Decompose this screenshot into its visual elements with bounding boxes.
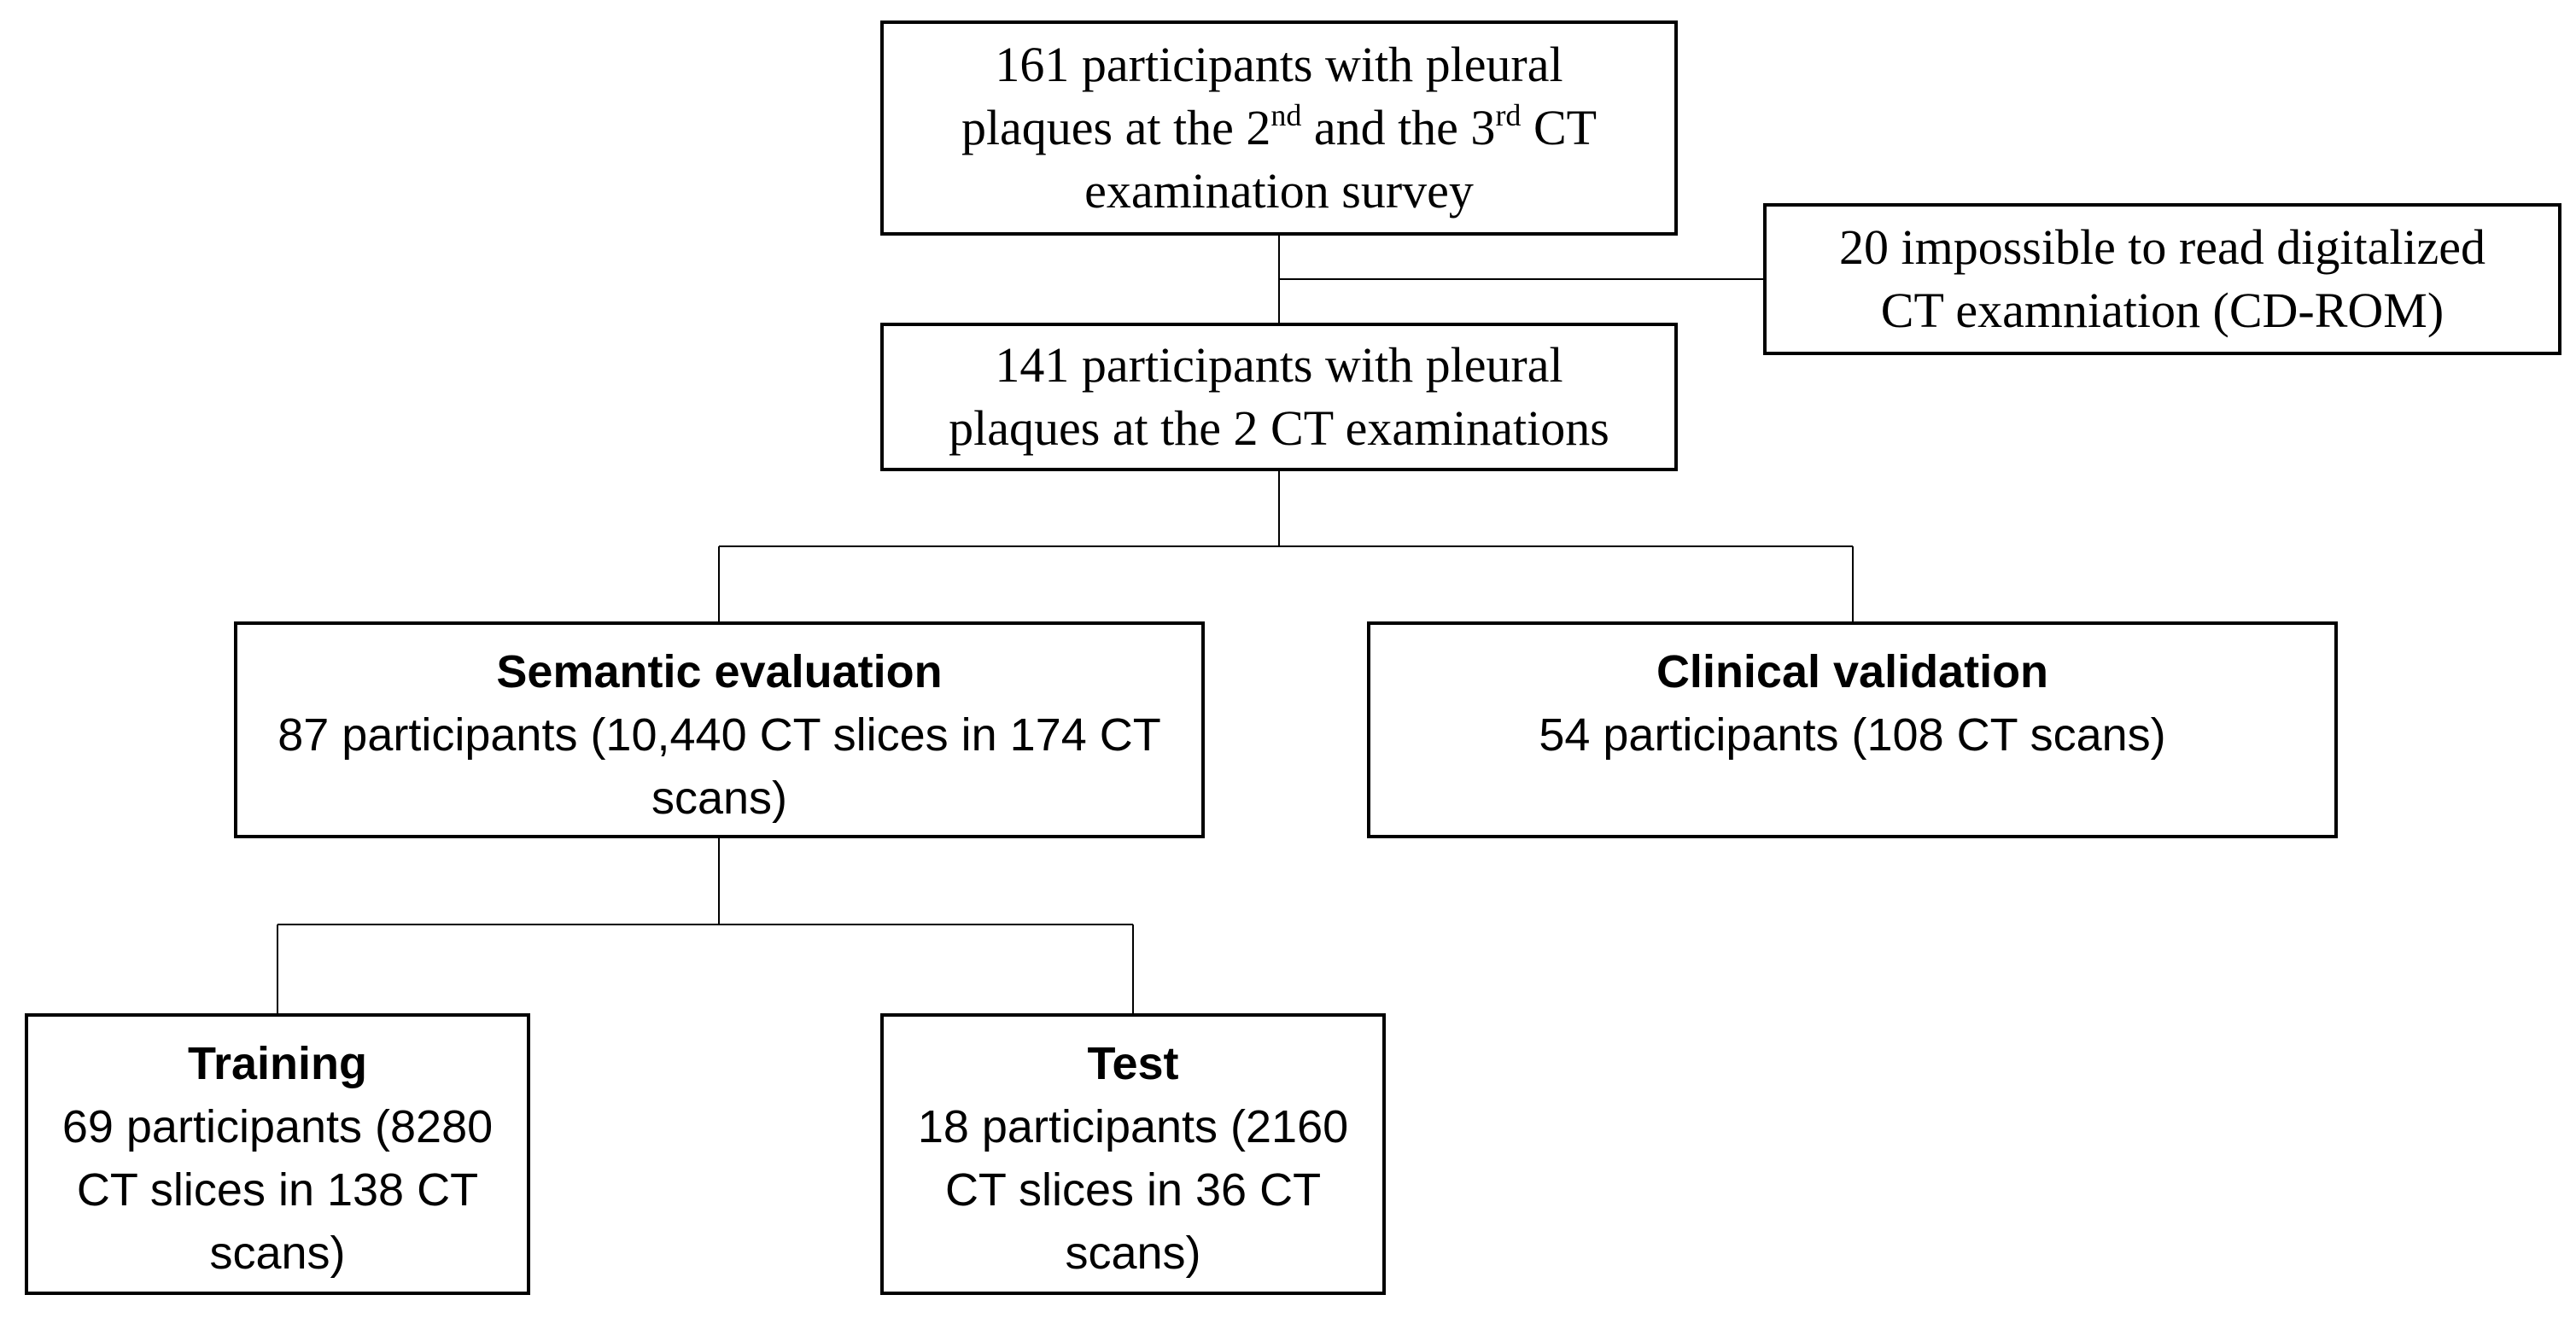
box-initial-participants: 161 participants with pleural plaques at… xyxy=(880,20,1678,236)
box-excluded-line-2: CT examniation (CD-ROM) xyxy=(1880,283,2445,338)
box-training-line-1: 69 participants (8280 xyxy=(61,1101,494,1152)
box-semantic-title: Semantic evaluation xyxy=(496,646,943,697)
box-training: Training 69 participants (8280 CT slices… xyxy=(25,1013,530,1295)
box-training-title: Training xyxy=(187,1038,367,1089)
box-training-line-2: CT slices in 138 CT xyxy=(76,1164,479,1216)
box-included-line-1: 141 participants with pleural xyxy=(995,337,1563,393)
box-clinical-line-1: 54 participants (108 CT scans) xyxy=(1539,709,2166,761)
box-initial-line-3: examination survey xyxy=(1084,163,1474,219)
box-semantic-line-1: 87 participants (10,440 CT slices in 174… xyxy=(277,709,1161,761)
box-initial-line-2: plaques at the 2nd and the 3rd CT xyxy=(961,98,1598,155)
box-semantic-line-2: scans) xyxy=(651,773,788,824)
box-initial-line-1: 161 participants with pleural xyxy=(995,37,1563,92)
box-clinical-validation: Clinical validation 54 participants (108… xyxy=(1367,621,2338,838)
box-semantic-evaluation: Semantic evaluation 87 participants (10,… xyxy=(234,621,1205,838)
box-test-line-1: 18 participants (2160 xyxy=(917,1101,1349,1152)
box-test-line-2: CT slices in 36 CT xyxy=(944,1164,1322,1216)
box-test-title: Test xyxy=(1087,1038,1179,1089)
box-test: Test 18 participants (2160 CT slices in … xyxy=(880,1013,1386,1295)
box-included-line-2: plaques at the 2 CT examinations xyxy=(949,400,1609,456)
box-test-line-3: scans) xyxy=(1065,1228,1201,1279)
box-training-line-3: scans) xyxy=(209,1228,346,1279)
box-excluded-line-1: 20 impossible to read digitalized xyxy=(1838,219,2486,275)
box-clinical-title: Clinical validation xyxy=(1656,646,2049,697)
box-included-participants: 141 participants with pleural plaques at… xyxy=(880,323,1678,471)
box-excluded-participants: 20 impossible to read digitalized CT exa… xyxy=(1763,203,2561,355)
